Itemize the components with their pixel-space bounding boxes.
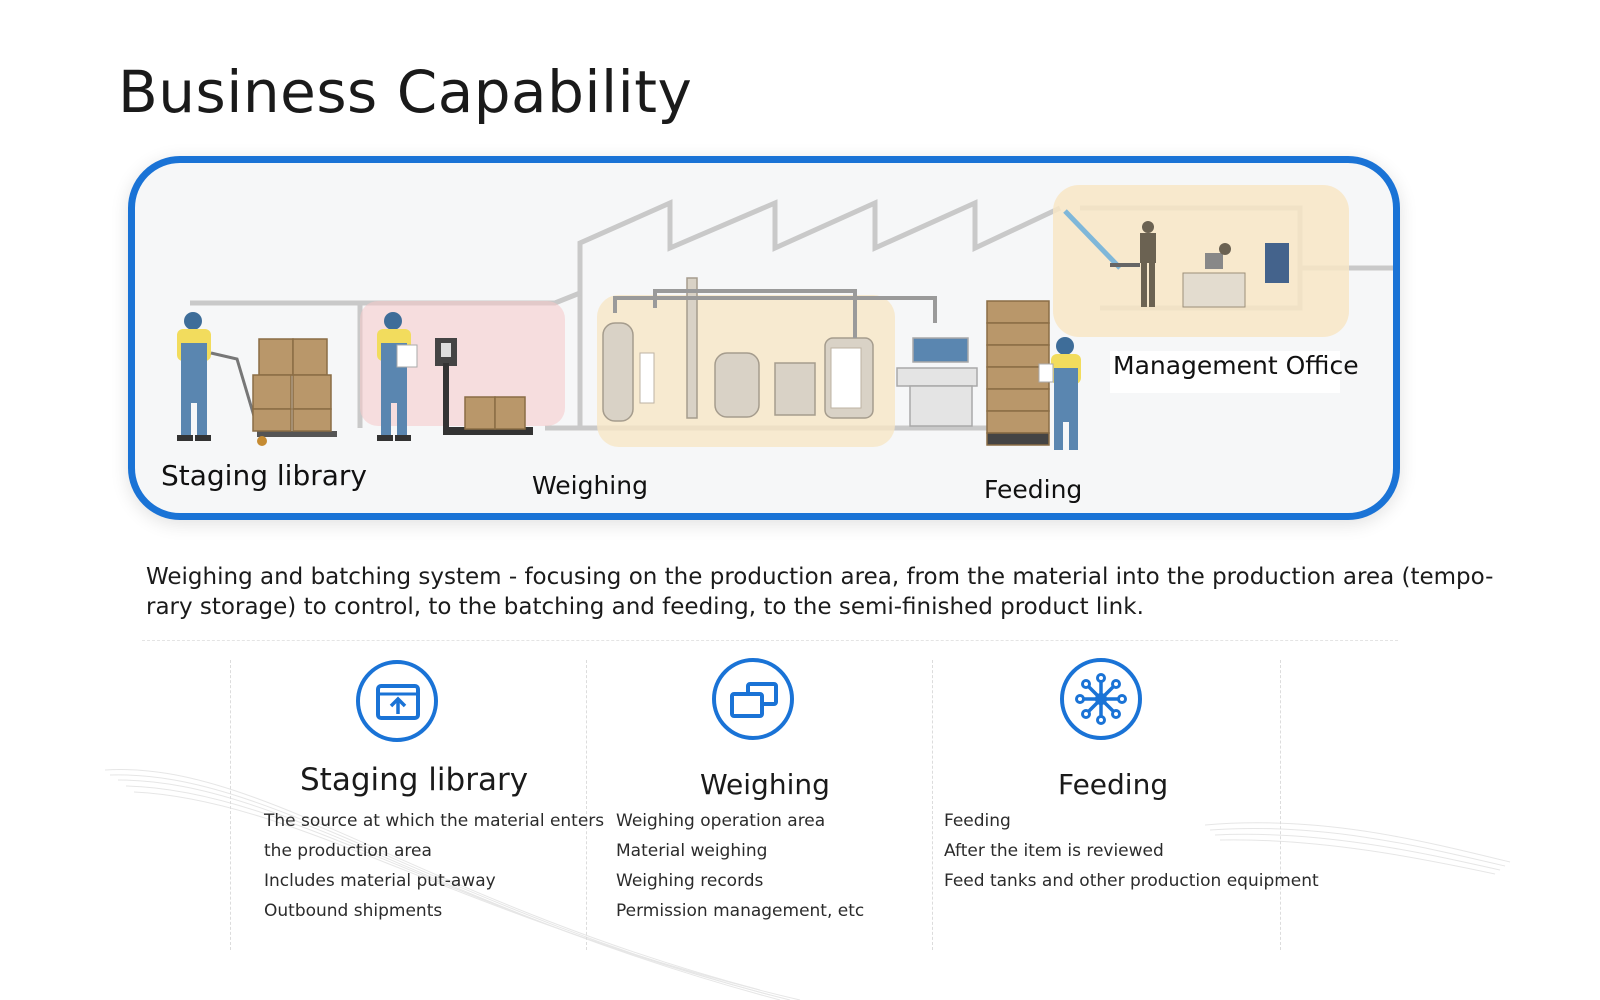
label-staging: Staging library [161, 459, 367, 492]
label-weighing: Weighing [532, 471, 648, 500]
list-item: the production area [264, 841, 432, 861]
capability-list: The source at which the material enters … [264, 806, 604, 926]
operator-figures [639, 347, 862, 409]
box-stack-2 [464, 396, 526, 430]
section-divider [142, 640, 1398, 641]
list-item: Feed tanks and other production equipmen… [944, 871, 1319, 891]
process-diagram-panel: Staging library Weighing Feeding Managem… [128, 156, 1400, 520]
overlapping-windows-icon [712, 658, 794, 740]
network-nodes-icon [1060, 658, 1142, 740]
staging-highlight [360, 301, 565, 426]
management-highlight [1053, 185, 1349, 337]
office-scene [1063, 209, 1289, 308]
list-item: Outbound shipments [264, 901, 443, 921]
system-description: Weighing and batching system - focusing … [146, 564, 1494, 620]
list-item: Feeding [944, 811, 1011, 831]
capability-list: Weighing operation area Material weighin… [616, 806, 864, 926]
column-divider [932, 660, 933, 950]
worker-at-scale [377, 312, 418, 441]
page-title: Business Capability [118, 58, 693, 126]
list-item: After the item is reviewed [944, 841, 1164, 861]
filling-line [896, 337, 978, 427]
list-item: Weighing records [616, 871, 764, 891]
factory-illustration [177, 185, 1393, 450]
feeding-worker [1038, 337, 1081, 450]
column-divider [230, 660, 231, 950]
box-stack-1 [252, 338, 332, 432]
weighing-scale [435, 338, 533, 435]
label-management: Management Office [1113, 351, 1359, 380]
worker-pallet-jack [177, 312, 337, 446]
column-divider [1280, 660, 1281, 950]
capability-title: Feeding [1058, 768, 1169, 801]
list-item: Weighing operation area [616, 811, 826, 831]
upload-box-icon [356, 660, 438, 742]
capability-list: Feeding After the item is reviewed Feed … [944, 806, 1319, 896]
list-item: The source at which the material enters [264, 811, 605, 831]
capability-title: Weighing [700, 768, 830, 801]
capability-title: Staging library [300, 762, 529, 798]
list-item: Permission management, etc [616, 901, 865, 921]
column-divider [586, 660, 587, 950]
label-feeding: Feeding [984, 475, 1083, 504]
list-item: Material weighing [616, 841, 768, 861]
list-item: Includes material put-away [264, 871, 496, 891]
